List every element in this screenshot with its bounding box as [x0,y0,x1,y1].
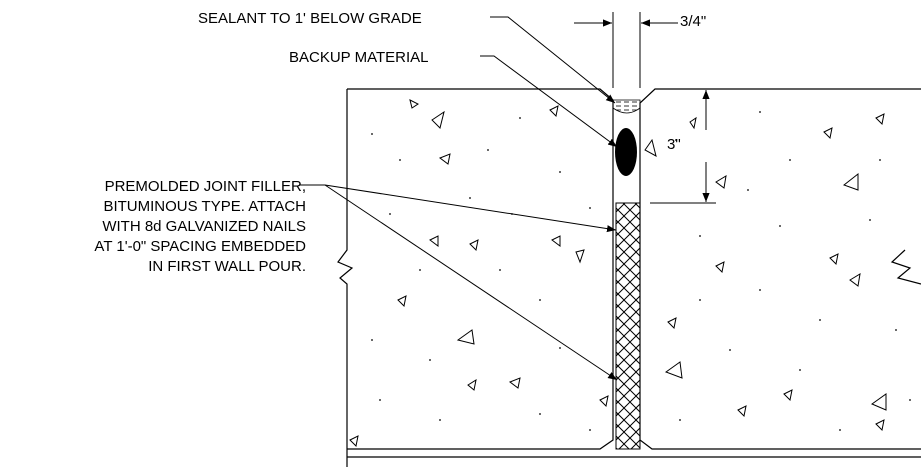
sealant-label: SEALANT TO 1' BELOW GRADE [198,10,422,27]
depth-dimension-label: 3" [667,136,681,153]
joint-filler-label-line: IN FIRST WALL POUR. [148,258,306,275]
backup-rod [615,128,637,176]
aggregate-dots [371,111,911,431]
joint-filler-label-line: BITUMINOUS TYPE. ATTACH [103,198,306,215]
depth-dimension [650,88,716,204]
joint-filler-label-line: WITH 8d GALVANIZED NAILS [102,218,306,235]
aggregate-symbols [349,99,887,448]
width-dimension-label: 3/4" [680,13,707,30]
joint-filler-label: PREMOLDED JOINT FILLER, BITUMINOUS TYPE.… [10,177,306,277]
sealant-bead [612,99,641,114]
joint-filler-label-line: AT 1'-0" SPACING EMBEDDED [94,238,306,255]
width-dimension [574,12,678,88]
right-wall [639,88,921,450]
backup-material-label: BACKUP MATERIAL [289,49,429,66]
joint-filler-label-line: PREMOLDED JOINT FILLER, [104,178,306,195]
left-wall [337,88,921,467]
leader-lines [300,16,618,381]
joint-filler [615,202,641,450]
